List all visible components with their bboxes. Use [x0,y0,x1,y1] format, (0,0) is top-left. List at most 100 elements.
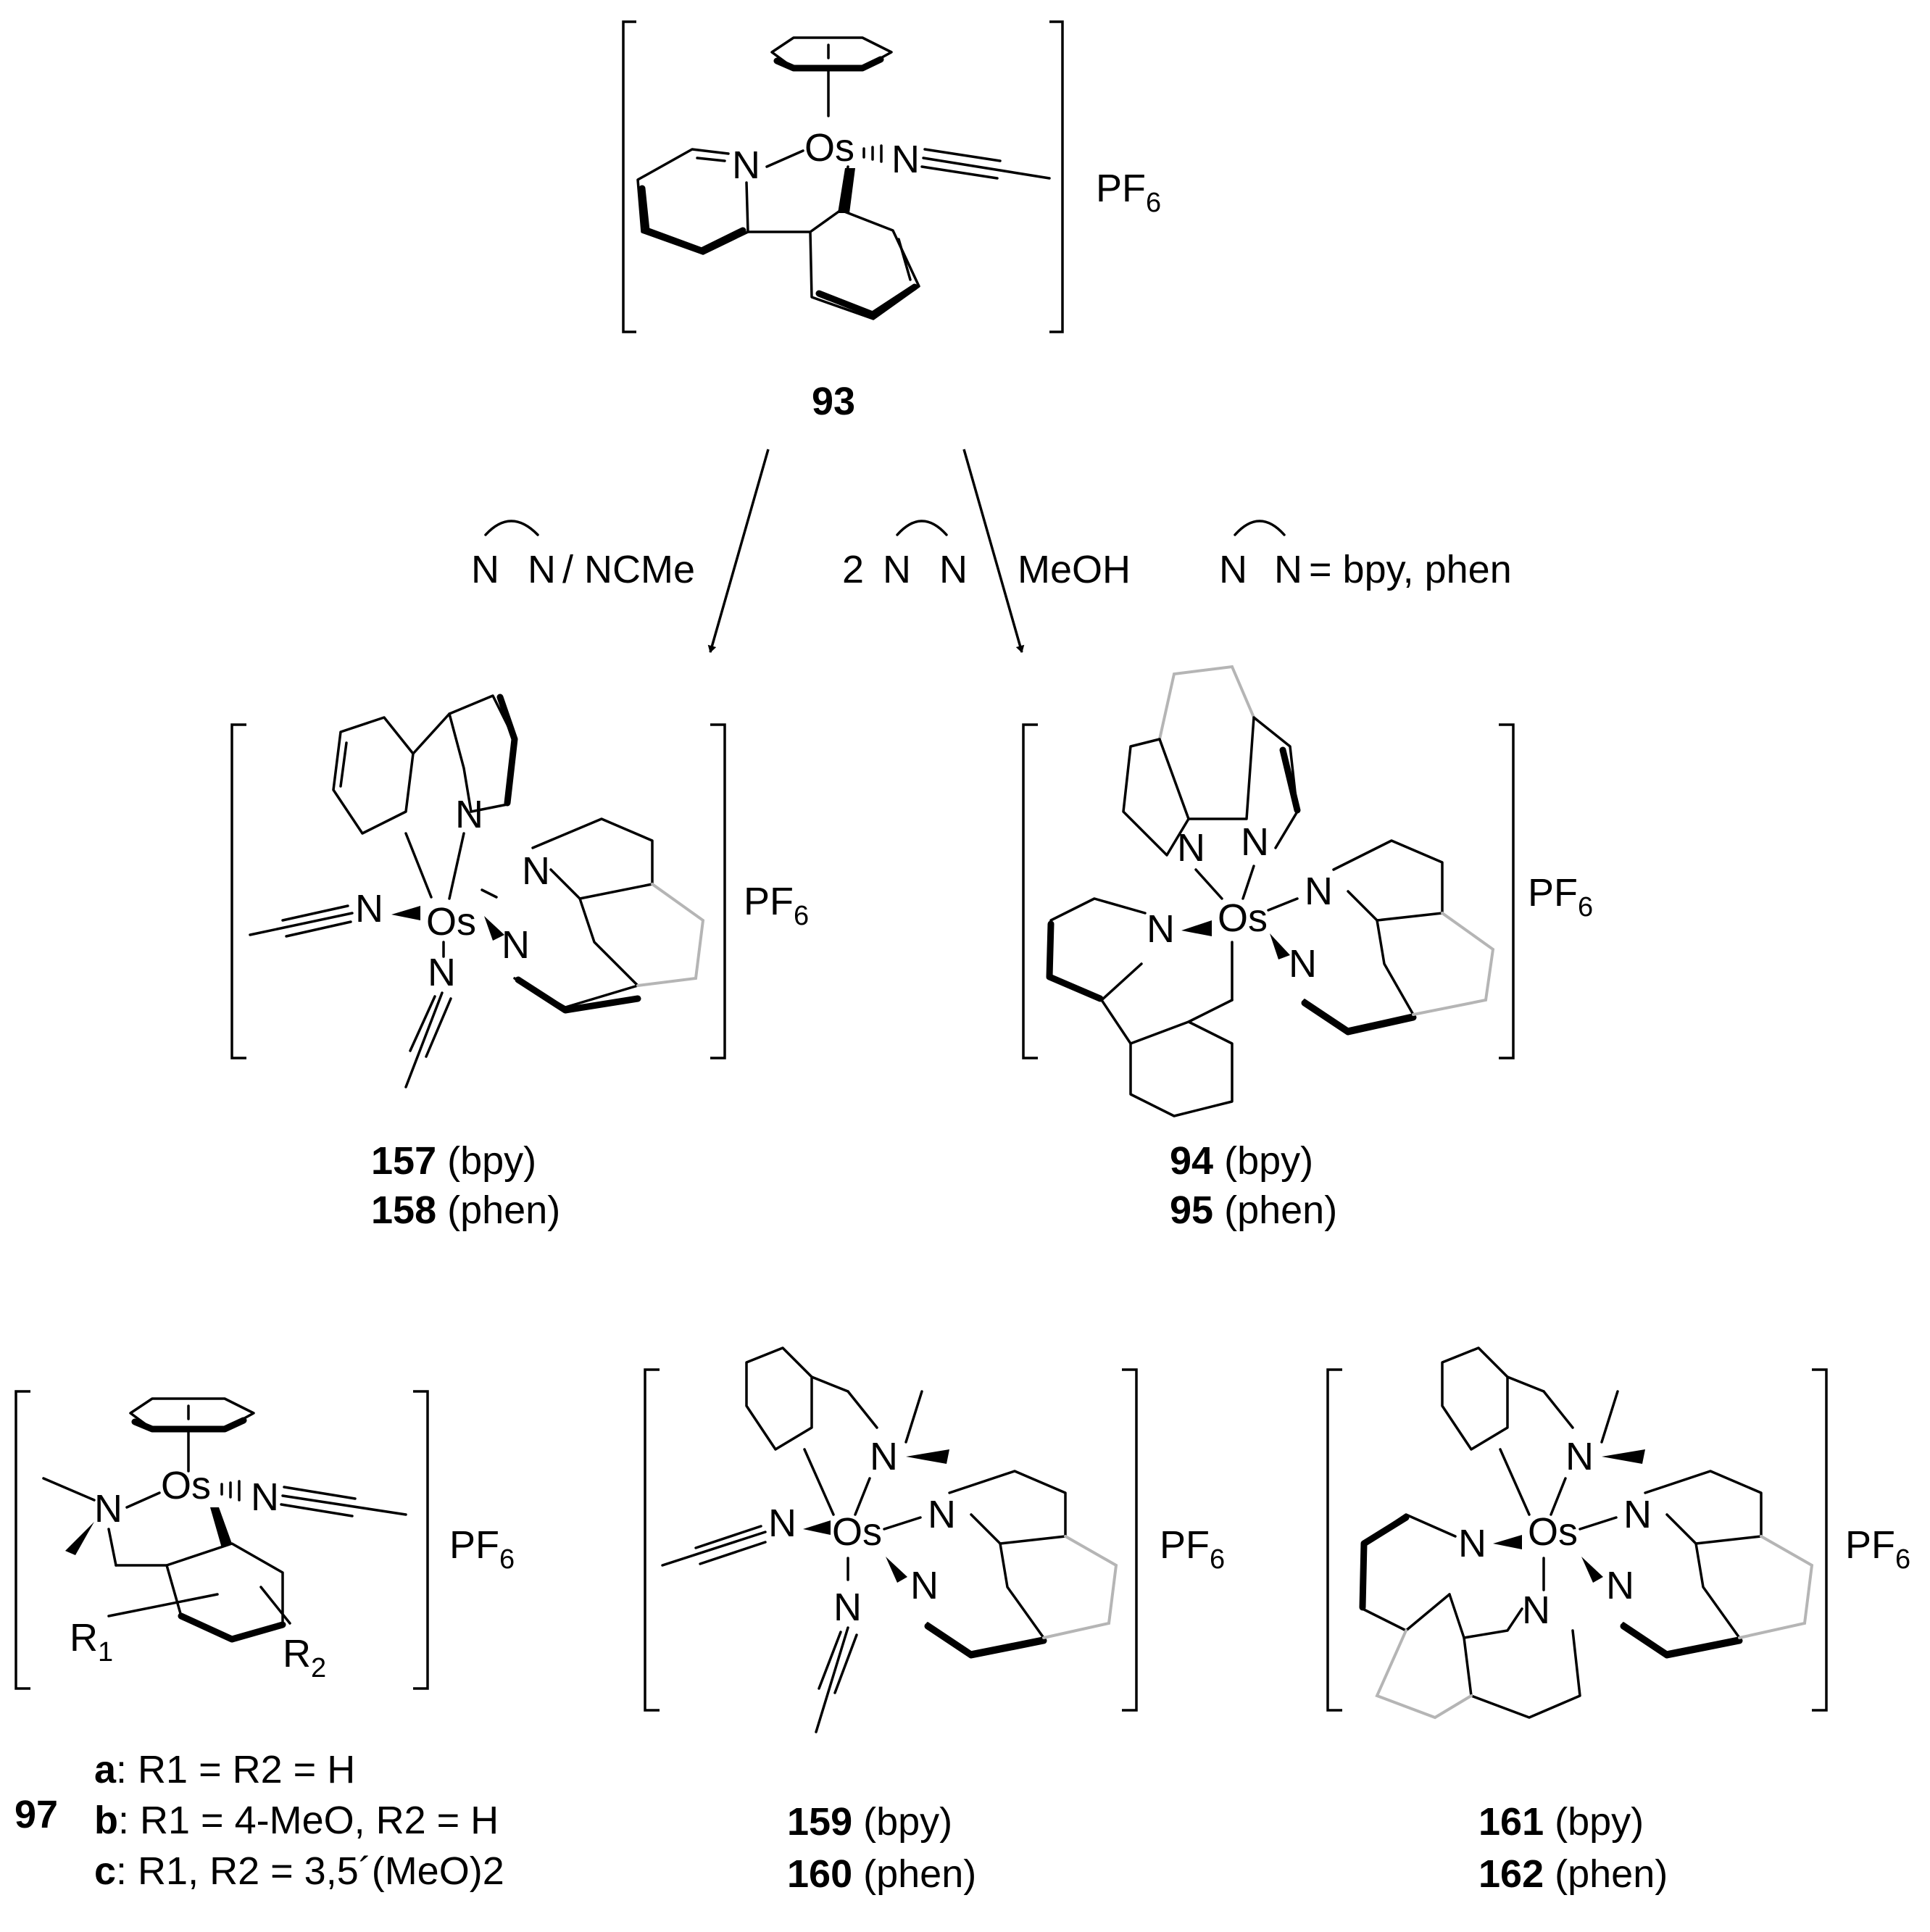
phenyl-ring [809,165,920,320]
benzene-ligand-icon [129,1397,255,1473]
counter-ion: PF6 [449,1523,515,1575]
bipyridine-ligand: N N [883,1470,1118,1659]
aryl-ring [165,1507,286,1643]
n-atom: N [910,1564,939,1607]
reagent-left: N N / NCMe [471,520,695,591]
phenylpyridine-ligand: N [332,694,518,900]
n-atom: N [732,143,760,187]
reaction-arrow-right [962,449,1025,653]
n-atom: N [251,1475,279,1519]
hashed-bond [862,144,883,163]
acetonitrile-ligands: N N [661,1502,862,1733]
compound-94-95: Os N N N N N [1022,665,1593,1232]
compound-159-160: Os N N N N N [644,1346,1225,1896]
counter-ion: PF6 [1528,871,1593,923]
ligand-legend: N N = bpy, phen [1219,520,1512,591]
bipyridine-ligand: N N [481,817,705,1014]
bracket-left [622,20,636,333]
n-atom: N [528,548,556,591]
bipyridine-ligand-top: N N [1122,665,1301,900]
n-atom: N [1147,907,1175,951]
n-atom: N [1241,820,1269,864]
n-atom: N [1522,1589,1550,1632]
n-atom: N [471,548,499,591]
variant-c: c: R1, R2 = 3,5´(MeO)2 [94,1849,504,1893]
hashed-bond [220,1480,241,1502]
acetonitrile-ligands: N N [249,887,456,1088]
bracket-right [1122,1368,1138,1712]
bracket-right [1812,1368,1828,1712]
compound-label: 162 (phen) [1478,1852,1668,1896]
bracket-right [1499,723,1515,1059]
benzylamine-ligand: N [1441,1346,1645,1516]
n-atom: N [455,793,483,836]
n-atom: N [1458,1522,1486,1565]
counter-ion: PF6 [1096,167,1161,218]
compound-number: 93 [812,380,855,423]
os-atom: Os [426,900,476,944]
compound-161-162: Os N N N N N [1326,1346,1910,1896]
reagent-coefficient: 2 [842,548,864,591]
variant-b: b: R1 = 4-MeO, R2 = H [94,1799,499,1842]
os-atom: Os [1528,1510,1578,1554]
benzene-ligand-icon [770,36,893,117]
n-atom: N [355,887,383,930]
compound-label: 95 (phen) [1170,1188,1337,1232]
n-atom: N [1565,1435,1594,1478]
bracket-right [413,1390,429,1690]
os-atom: Os [161,1464,211,1507]
n-atom: N [1606,1564,1634,1607]
nitrile-ligand [280,1486,407,1517]
variant-list: a: R1 = R2 = H b: R1 = 4-MeO, R2 = H c: … [94,1748,504,1893]
n-atom: N [870,1435,898,1478]
reagent-solvent: MeOH [1018,548,1131,591]
bracket-right [710,723,726,1059]
os-atom: Os [804,126,854,170]
phenylpyridine-ligand: N [1046,897,1234,1117]
counter-ion: PF6 [1845,1523,1910,1575]
os-atom: Os [1218,896,1268,940]
counter-ion: PF6 [744,880,809,931]
bracket-left [1326,1368,1342,1712]
n-atom: N [94,1487,122,1531]
compound-label: 161 (bpy) [1478,1800,1644,1844]
benzylamine-ligand: N [745,1346,949,1516]
compound-157-158: Os N N N N [230,694,809,1232]
bipyridine-ligand-right: N N [1578,1470,1814,1659]
bipyridine-ligand-right: N N [1267,839,1495,1036]
n-atom: N [1274,548,1302,591]
n-atom: N [939,548,968,591]
r2-label: R2 [283,1632,326,1683]
n-atom: N [833,1586,862,1629]
n-atom: N [928,1493,956,1536]
compound-label: 159 (bpy) [787,1800,952,1844]
n-atom: N [522,849,550,893]
bipyridine-ligand-left: N N [1359,1513,1581,1720]
variant-a: a: R1 = R2 = H [94,1748,355,1791]
reagent-middle: 2 N N MeOH [842,520,1131,591]
bracket-right [1049,20,1064,333]
compound-97: Os N N R1 R2 PF6 97 a: R1 = R2 = H [14,1390,515,1893]
ligand-definition: = bpy, phen [1309,548,1512,591]
n-atom: N [1177,826,1205,870]
n-atom: N [1289,942,1317,986]
n-atom: N [1623,1493,1652,1536]
n-atom: N [428,951,456,994]
reagent-solvent: / NCMe [562,548,695,591]
nitrile-ligand [920,148,1051,180]
n-atom: N [1219,548,1247,591]
n-atom: N [502,923,530,967]
r1-label: R1 [70,1616,113,1667]
n-atom: N [891,138,920,181]
compound-label: 94 (bpy) [1170,1139,1313,1183]
n-atom: N [1305,870,1333,913]
n-atom: N [768,1502,796,1545]
bracket-left [14,1390,30,1690]
n-atom: N [883,548,911,591]
reaction-arrow-left [707,449,770,653]
bracket-left [230,723,246,1059]
compound-label: 158 (phen) [371,1188,560,1232]
compound-label: 160 (phen) [787,1852,976,1896]
bracket-left [1022,723,1038,1059]
